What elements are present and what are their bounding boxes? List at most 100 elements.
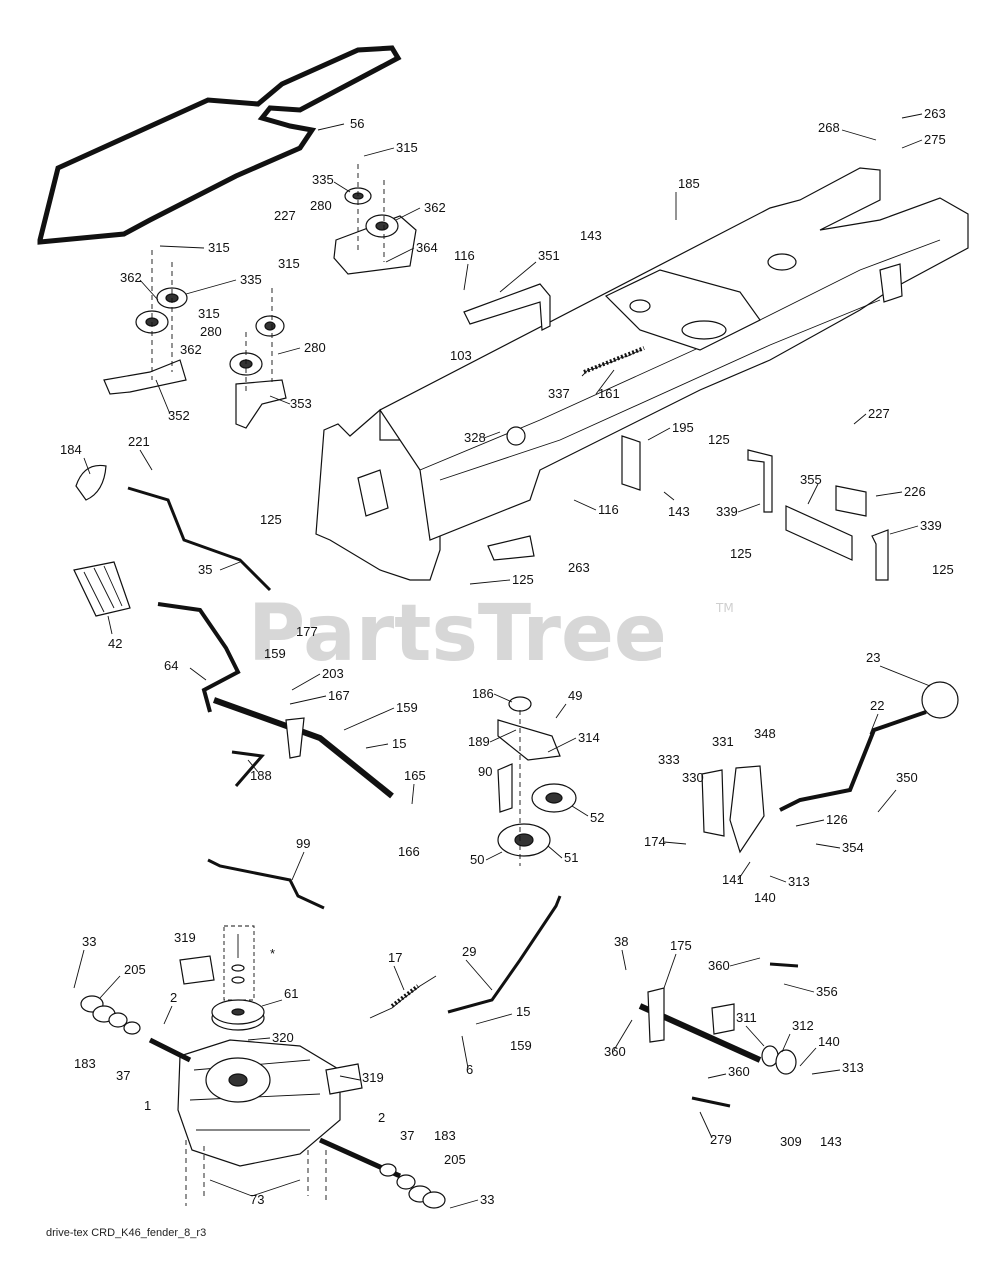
watermark-tm: TM (715, 601, 734, 615)
bracket-195 (621, 435, 641, 491)
watermark-text: PartsTree (248, 589, 667, 679)
callout-c226: 226 (904, 484, 926, 499)
callout-c6: 6 (466, 1062, 473, 1077)
callout-c353: 353 (290, 396, 312, 411)
leader-lines (73, 113, 931, 1209)
bracket-355 (785, 485, 867, 561)
callout-c64: 64 (164, 658, 178, 673)
callout-c263b: 263 (568, 560, 590, 575)
callout-c125c: 125 (708, 432, 730, 447)
callout-c314: 314 (578, 730, 600, 745)
callout-c339b: 339 (920, 518, 942, 533)
callout-c348: 348 (754, 726, 776, 741)
callout-c1: 1 (144, 1098, 151, 1113)
drive-belt (37, 45, 402, 245)
callout-c315c: 315 (278, 256, 300, 271)
callout-c165: 165 (404, 768, 426, 783)
callout-c143c: 143 (820, 1134, 842, 1149)
callout-c183b: 183 (434, 1128, 456, 1143)
callout-c330: 330 (682, 770, 704, 785)
callout-c355: 355 (800, 472, 822, 487)
callout-c116b: 116 (598, 502, 619, 517)
callout-c183a: 183 (74, 1056, 96, 1071)
chassis-frame (315, 167, 969, 581)
callout-c125d: 125 (730, 546, 752, 561)
callout-c337: 337 (548, 386, 570, 401)
callout-c315b: 315 (208, 240, 230, 255)
cross-shaft-64 (157, 602, 394, 799)
callout-c177: 177 (296, 624, 318, 639)
callout-c188: 188 (250, 768, 272, 783)
callout-c360c: 360 (728, 1064, 750, 1079)
callout-c37a: 37 (116, 1068, 130, 1083)
callout-c309: 309 (780, 1134, 802, 1149)
callout-c275: 275 (924, 132, 946, 147)
callout-c116a: 116 (454, 248, 475, 263)
callout-c61: 61 (284, 986, 298, 1001)
callout-c141: 141 (722, 872, 744, 887)
callout-c185: 185 (678, 176, 700, 191)
callout-c268: 268 (818, 120, 840, 135)
callout-c50: 50 (470, 852, 484, 867)
bolts-73 (185, 1140, 327, 1206)
callout-c319b: 319 (362, 1070, 384, 1085)
callout-c280b: 280 (200, 324, 222, 339)
footer-label: drive-tex CRD_K46_fender_8_r3 (46, 1227, 206, 1239)
callout-c364: 364 (416, 240, 438, 255)
callout-c166: 166 (398, 844, 420, 859)
hardware-box (223, 925, 255, 1001)
rod-99 (207, 858, 325, 910)
callout-c159a: 159 (264, 646, 286, 661)
bracket-351 (463, 283, 551, 331)
callout-c315a: 315 (396, 140, 418, 155)
callout-c167: 167 (328, 688, 350, 703)
callout-c320: 320 (272, 1030, 294, 1045)
callout-c315d: 315 (198, 306, 220, 321)
callout-c205b: 205 (444, 1152, 466, 1167)
idler-bracket-364 (333, 164, 417, 275)
callout-c335a: 335 (312, 172, 334, 187)
callout-c22: 22 (870, 698, 884, 713)
callout-c205a: 205 (124, 962, 146, 977)
callout-c351: 351 (538, 248, 560, 263)
spring-17 (369, 975, 437, 1019)
callout-c143b: 143 (668, 504, 690, 519)
callout-c280a: 280 (310, 198, 332, 213)
callout-c15a: 15 (392, 736, 406, 751)
callout-c42: 42 (108, 636, 122, 651)
callout-c140b: 140 (818, 1034, 840, 1049)
callout-c279: 279 (710, 1132, 732, 1147)
callout-c143a: 143 (580, 228, 602, 243)
callout-c159b: 159 (396, 700, 418, 715)
callout-c184: 184 (60, 442, 82, 457)
callout-c352: 352 (168, 408, 190, 423)
callout-c227a: 227 (274, 208, 296, 223)
callout-c313b: 313 (842, 1060, 864, 1075)
brake-shaft-175 (638, 962, 799, 1108)
shift-lever-22 (779, 681, 959, 812)
callout-cstar: * (270, 946, 275, 961)
callout-c125b: 125 (512, 572, 534, 587)
callout-c33b: 33 (480, 1192, 494, 1207)
callout-c51: 51 (564, 850, 578, 865)
transmission-1 (148, 955, 402, 1179)
callout-c175: 175 (670, 938, 692, 953)
callout-c103: 103 (450, 348, 472, 363)
callout-c52: 52 (590, 810, 604, 825)
callout-c319a: 319 (174, 930, 196, 945)
callout-c37b: 37 (400, 1128, 414, 1143)
axle-washers (80, 995, 446, 1209)
knob-184 (75, 464, 107, 501)
callout-c73: 73 (250, 1192, 264, 1207)
callout-c125e: 125 (932, 562, 954, 577)
callout-c333: 333 (658, 752, 680, 767)
callout-c38: 38 (614, 934, 628, 949)
idler-pulley-assembly (497, 696, 577, 866)
spring-161 (581, 346, 645, 377)
callout-c362a: 362 (424, 200, 446, 215)
callout-c339a: 339 (716, 504, 738, 519)
pulley-61 (211, 999, 265, 1031)
callout-c331: 331 (712, 734, 734, 749)
callout-c263a: 263 (924, 106, 946, 121)
